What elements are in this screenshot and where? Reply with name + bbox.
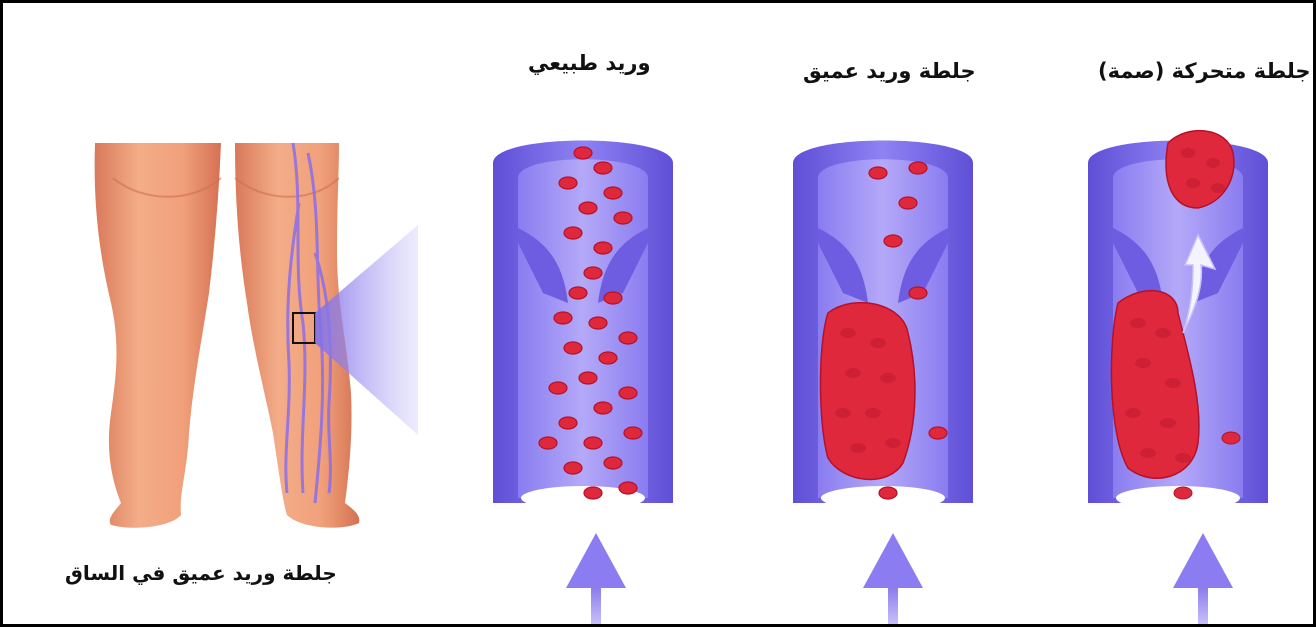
normal-vein-diagram	[493, 141, 673, 625]
embolus-vein-diagram	[1088, 131, 1268, 624]
up-arrow-icon	[1173, 533, 1233, 624]
label-normal-vein: وريد طبيعي	[528, 51, 651, 75]
label-moving-clot: جلطة متحركة (صمة)	[1098, 59, 1311, 83]
diagram-canvas	[3, 3, 1313, 624]
up-arrow-icon	[863, 533, 923, 624]
legs-illustration	[95, 143, 418, 528]
left-leg	[95, 143, 221, 528]
label-deep-vein-clot: جلطة وريد عميق	[803, 59, 976, 83]
label-leg-caption: جلطة وريد عميق في الساق	[65, 561, 337, 585]
thrombus	[821, 303, 915, 480]
dvt-vein-diagram	[793, 141, 973, 625]
up-arrow-icon	[566, 533, 626, 624]
